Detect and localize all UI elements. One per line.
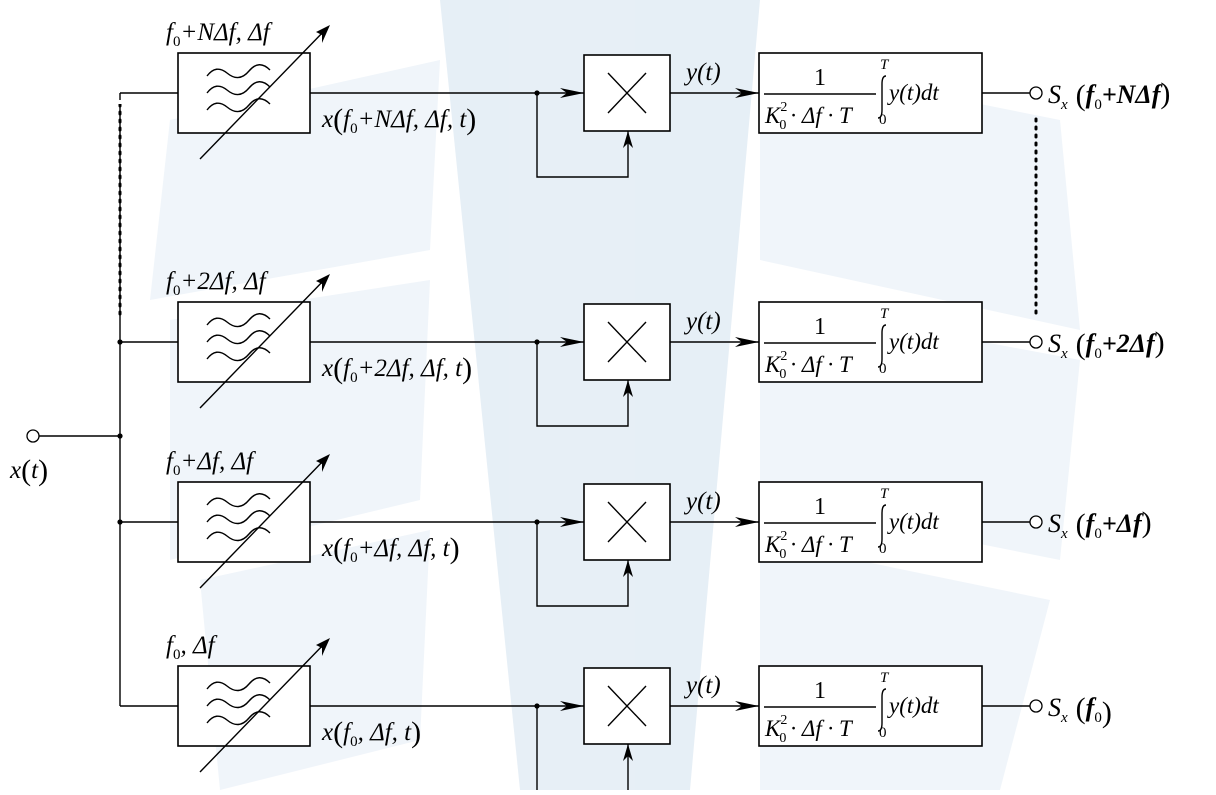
integral-upper-limit: T	[880, 486, 890, 502]
integral-lower-limit: 0	[879, 541, 887, 557]
multiply-icon	[607, 321, 647, 363]
arrow-head	[623, 560, 633, 577]
integral-upper-limit: T	[880, 306, 890, 322]
filter-parameters: f0+2Δf, Δf	[166, 268, 269, 299]
integral-upper-limit: T	[880, 670, 890, 686]
output-terminal	[1029, 699, 1043, 713]
product-label: y(t)	[683, 59, 721, 86]
tuning-arrow-head	[316, 25, 330, 43]
multiply-icon	[607, 72, 647, 114]
integral-lower-limit: 0	[879, 361, 887, 377]
filter-parameters: f0+Δf, Δf	[166, 448, 256, 479]
input-terminal	[26, 429, 40, 443]
tuning-arrow	[199, 277, 327, 409]
filtered-signal-label: x(f0+NΔf, Δf, t)	[321, 103, 476, 137]
multiply-icon	[607, 501, 647, 543]
product-label: y(t)	[683, 488, 721, 515]
integral-sign	[877, 324, 887, 368]
arrow-head	[560, 88, 584, 98]
integral-sign	[877, 75, 887, 119]
tuning-arrow-head	[316, 454, 330, 472]
product-label: y(t)	[683, 672, 721, 699]
integral-upper-limit: T	[880, 57, 890, 73]
integrand: y(t)dt	[887, 80, 939, 105]
formula-numerator: 1	[814, 494, 826, 520]
output-label: Sx(f0)	[1048, 692, 1112, 729]
integrator	[758, 481, 983, 563]
arrow-head	[560, 517, 584, 527]
filter-parameters: f0, Δf	[166, 632, 218, 663]
arrow-head	[735, 517, 759, 527]
formula-numerator: 1	[814, 314, 826, 340]
input-section: x(t)	[9, 93, 123, 706]
tuning-arrow-head	[316, 274, 330, 292]
tuning-arrow	[199, 457, 327, 589]
integral-lower-limit: 0	[879, 725, 887, 741]
tuning-arrow	[199, 641, 327, 773]
integrator	[758, 52, 983, 134]
arrow-head	[623, 380, 633, 397]
filtered-signal-label: x(f0+Δf, Δf, t)	[321, 532, 460, 566]
arrow-head	[560, 337, 584, 347]
output-label: Sx(f0+2Δf)	[1048, 326, 1165, 362]
filtered-signal-label: x(f0, Δf, t)	[321, 716, 421, 750]
integrator	[758, 665, 983, 747]
tuning-arrow	[199, 28, 327, 160]
formula-numerator: 1	[814, 65, 826, 91]
integral-sign	[877, 688, 887, 732]
filtered-signal-label: x(f0+2Δf, Δf, t)	[321, 352, 472, 386]
arrow-head	[735, 337, 759, 347]
integrator	[758, 301, 983, 383]
output-terminal	[1029, 335, 1043, 349]
output-label: Sx(f0+Δf)	[1048, 506, 1152, 542]
integral-sign	[877, 504, 887, 548]
input-label: x(t)	[9, 454, 48, 487]
arrow-head	[735, 701, 759, 711]
tuning-arrow-head	[316, 638, 330, 656]
product-label: y(t)	[683, 308, 721, 335]
arrow-head	[623, 131, 633, 148]
integrand: y(t)dt	[887, 693, 939, 718]
arrow-head	[623, 744, 633, 761]
integrand: y(t)dt	[887, 509, 939, 534]
integral-lower-limit: 0	[879, 112, 887, 128]
arrow-head	[735, 88, 759, 98]
formula-numerator: 1	[814, 678, 826, 704]
multiply-icon	[607, 685, 647, 727]
arrow-head	[560, 701, 584, 711]
output-terminal	[1029, 515, 1043, 529]
filter-parameters: f0+NΔf, Δf	[166, 19, 273, 50]
output-terminal	[1029, 86, 1043, 100]
output-label: Sx(f0+NΔf)	[1048, 77, 1170, 113]
integrand: y(t)dt	[887, 329, 939, 354]
